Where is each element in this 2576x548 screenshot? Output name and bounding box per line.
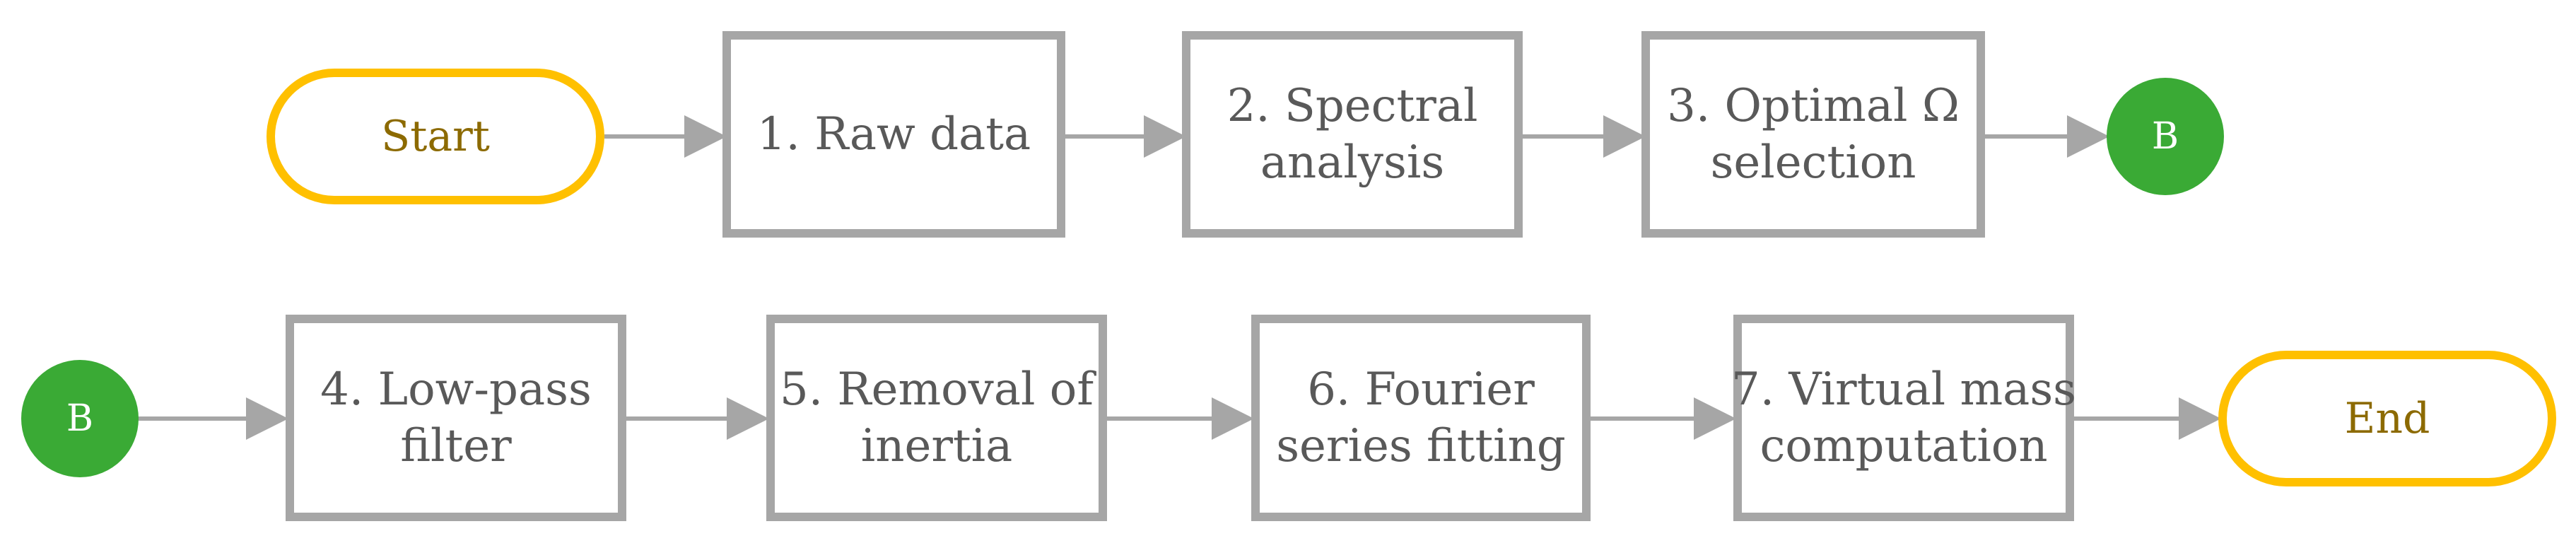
connector-b-out-label: B [2151, 115, 2179, 158]
step-spectral-analysis-line2: analysis [1260, 136, 1445, 189]
step-low-pass-line1: 4. Low-pass [320, 363, 592, 416]
step-optimal-omega-line1: 3. Optimal Ω [1667, 80, 1960, 132]
step-virtual-mass-line1: 7. Virtual mass [1731, 363, 2076, 416]
step-fourier-line1: 6. Fourier [1307, 363, 1535, 416]
step-low-pass-line2: filter [400, 420, 512, 472]
step-raw-data-label: 1. Raw data [756, 108, 1031, 161]
start-label: Start [381, 112, 490, 161]
connector-b-in: B [21, 360, 139, 477]
start-terminal: Start [267, 69, 604, 204]
step-removal-of-inertia: 5. Removal of inertia [766, 315, 1107, 521]
connector-b-in-label: B [66, 397, 94, 440]
step-virtual-mass-line2: computation [1760, 420, 2048, 472]
end-label: End [2344, 394, 2430, 443]
step-fourier-series-fitting: 6. Fourier series fitting [1251, 315, 1591, 521]
connector-b-out: B [2107, 78, 2224, 195]
step-raw-data: 1. Raw data [722, 31, 1065, 238]
step-fourier-line2: series fitting [1276, 420, 1566, 472]
step-low-pass-filter: 4. Low-pass filter [286, 315, 626, 521]
step-virtual-mass-computation: 7. Virtual mass computation [1731, 315, 2076, 521]
step-removal-line2: inertia [860, 420, 1013, 472]
end-terminal: End [2218, 351, 2556, 486]
step-optimal-omega-line2: selection [1710, 136, 1916, 189]
step-spectral-analysis-line1: 2. Spectral [1226, 80, 1478, 132]
step-optimal-omega-selection: 3. Optimal Ω selection [1641, 31, 1985, 238]
step-spectral-analysis: 2. Spectral analysis [1182, 31, 1523, 238]
step-removal-line1: 5. Removal of [779, 363, 1094, 416]
